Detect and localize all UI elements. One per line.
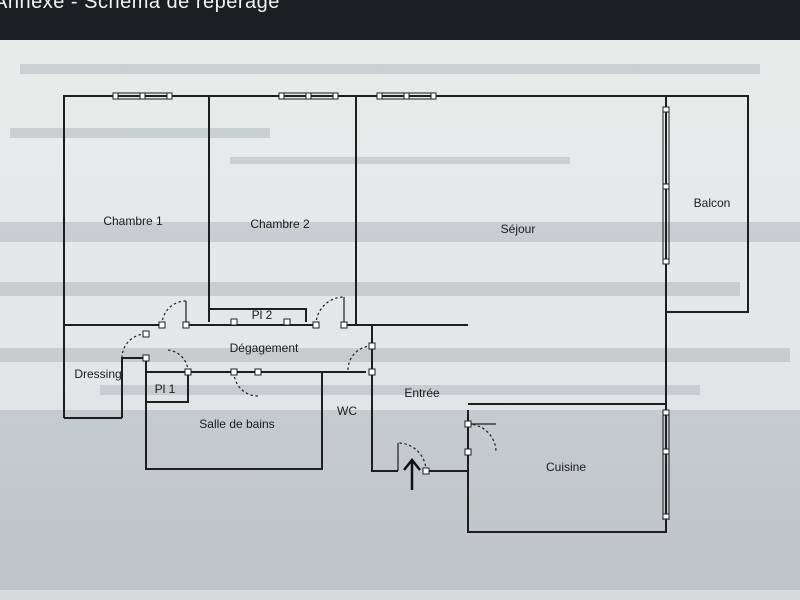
room-label-salle-de-bains: Salle de bains bbox=[199, 417, 274, 431]
room-label-dressing: Dressing bbox=[74, 367, 121, 381]
arrow-up-icon bbox=[403, 457, 421, 490]
windows bbox=[112, 92, 670, 520]
header-title: Annexe - Schéma de repérage bbox=[0, 0, 280, 13]
room-label-balcon: Balcon bbox=[694, 196, 731, 210]
room-label-wc: WC bbox=[337, 404, 357, 418]
room-label-pl-1: Pl 1 bbox=[155, 382, 176, 396]
room-label-chambre-2: Chambre 2 bbox=[250, 217, 310, 231]
header-bar: Annexe - Schéma de repérage bbox=[0, 0, 800, 40]
room-label-degagement: Dégagement bbox=[230, 341, 299, 355]
doors bbox=[121, 296, 497, 472]
room-label-cuisine: Cuisine bbox=[546, 460, 586, 474]
door-hinges bbox=[142, 318, 472, 475]
room-label-chambre-1: Chambre 1 bbox=[103, 214, 163, 228]
door-leaves bbox=[185, 297, 496, 471]
room-label-pl-2: Pl 2 bbox=[252, 308, 273, 322]
background-text-bands bbox=[0, 64, 800, 590]
room-label-entree: Entrée bbox=[404, 386, 440, 400]
room-label-sejour: Séjour bbox=[501, 222, 536, 236]
